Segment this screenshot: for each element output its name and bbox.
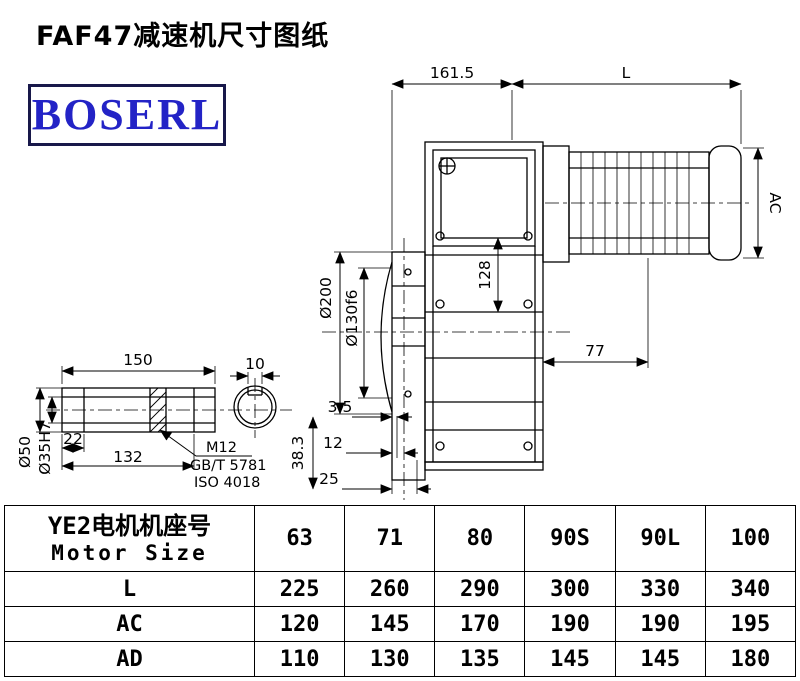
row-label-L: L xyxy=(4,571,255,607)
table-cell: 330 xyxy=(614,571,706,607)
dim-3-5-label: 3.5 xyxy=(328,398,353,416)
dim-38-3-label: 38.3 xyxy=(289,436,307,471)
motor-size-100-cell: 100 xyxy=(704,505,797,572)
table-cell: 170 xyxy=(434,606,526,642)
table-cell: 145 xyxy=(524,641,616,677)
row-label-AC: AC xyxy=(4,606,255,642)
motor-outline xyxy=(542,145,742,263)
dim-161-5-label: 161.5 xyxy=(430,64,474,82)
motor-size-63-cell: 63 xyxy=(253,505,346,572)
page-title: FAF47减速机尺寸图纸 xyxy=(36,21,330,52)
logo-text: BOSERL xyxy=(31,90,223,139)
table-cell: 130 xyxy=(344,641,436,677)
table-row-AD: AD 110 130 135 145 145 180 xyxy=(4,641,797,677)
table-cell: 190 xyxy=(614,606,706,642)
motor-size-90L-cell: 90L xyxy=(614,505,706,572)
table-row-L: L 225 260 290 300 330 340 xyxy=(4,571,797,607)
table-cell: 180 xyxy=(704,641,797,677)
motor-size-90S-cell: 90S xyxy=(524,505,616,572)
table-header-row: YE2电机机座号 Motor Size 63 71 80 90S 90L 100 xyxy=(4,505,797,572)
technical-drawing: 161.5 L AC 77 128 Ø200 Ø130f6 3.5 12 25 … xyxy=(16,64,784,500)
motor-size-80-cell: 80 xyxy=(434,505,526,572)
table-cell: 190 xyxy=(524,606,616,642)
dim-35H7-label: Ø35H7 xyxy=(36,421,54,474)
dim-25-label: 25 xyxy=(319,470,339,488)
motor-fins xyxy=(580,152,690,254)
table-cell: 195 xyxy=(704,606,797,642)
dim-12-label: 12 xyxy=(323,434,343,452)
dim-22-label: 22 xyxy=(63,430,83,448)
table-cell: 145 xyxy=(344,606,436,642)
dim-AC-label: AC xyxy=(766,192,784,213)
shaft-detail-outline xyxy=(61,385,277,433)
motor-size-71-cell: 71 xyxy=(344,505,436,572)
dim-150-label: 150 xyxy=(123,351,153,369)
dim-77-label: 77 xyxy=(585,342,605,360)
motor-size-header-en: Motor Size xyxy=(51,540,208,565)
dim-132-label: 132 xyxy=(113,448,143,466)
table-cell: 120 xyxy=(253,606,346,642)
dim-L-label: L xyxy=(622,64,631,82)
note-iso-label: ISO 4018 xyxy=(194,475,260,491)
dimension-lines xyxy=(35,79,763,494)
table-row-AC: AC 120 145 170 190 190 195 xyxy=(4,606,797,642)
boserl-logo: BOSERL xyxy=(28,84,226,146)
table-cell: 300 xyxy=(524,571,616,607)
note-m12-label: M12 xyxy=(206,440,237,456)
dim-130-label: Ø130f6 xyxy=(343,289,361,346)
gearbox-outline xyxy=(424,141,544,471)
dim-50-label: Ø50 xyxy=(16,436,34,468)
motor-size-header-cn: YE2电机机座号 xyxy=(47,511,212,540)
output-flange-outline xyxy=(380,251,426,481)
table-cell: 260 xyxy=(344,571,436,607)
table-cell: 110 xyxy=(253,641,346,677)
note-gb-label: GB/T 5781 xyxy=(190,458,266,474)
table-cell: 135 xyxy=(434,641,526,677)
dim-128-label: 128 xyxy=(476,260,494,290)
table-cell: 145 xyxy=(614,641,706,677)
table-cell: 290 xyxy=(434,571,526,607)
motor-size-header-cell: YE2电机机座号 Motor Size xyxy=(4,505,255,572)
dimension-table: YE2电机机座号 Motor Size 63 71 80 90S 90L 100… xyxy=(4,505,797,677)
dim-200-label: Ø200 xyxy=(317,277,335,319)
table-cell: 225 xyxy=(253,571,346,607)
table-cell: 340 xyxy=(704,571,797,607)
section-hatch xyxy=(149,387,167,433)
dimension-labels: 161.5 L AC 77 128 Ø200 Ø130f6 3.5 12 25 … xyxy=(16,64,784,491)
row-label-AD: AD xyxy=(4,641,255,677)
extension-lines xyxy=(36,90,764,494)
dim-10-label: 10 xyxy=(245,355,265,373)
